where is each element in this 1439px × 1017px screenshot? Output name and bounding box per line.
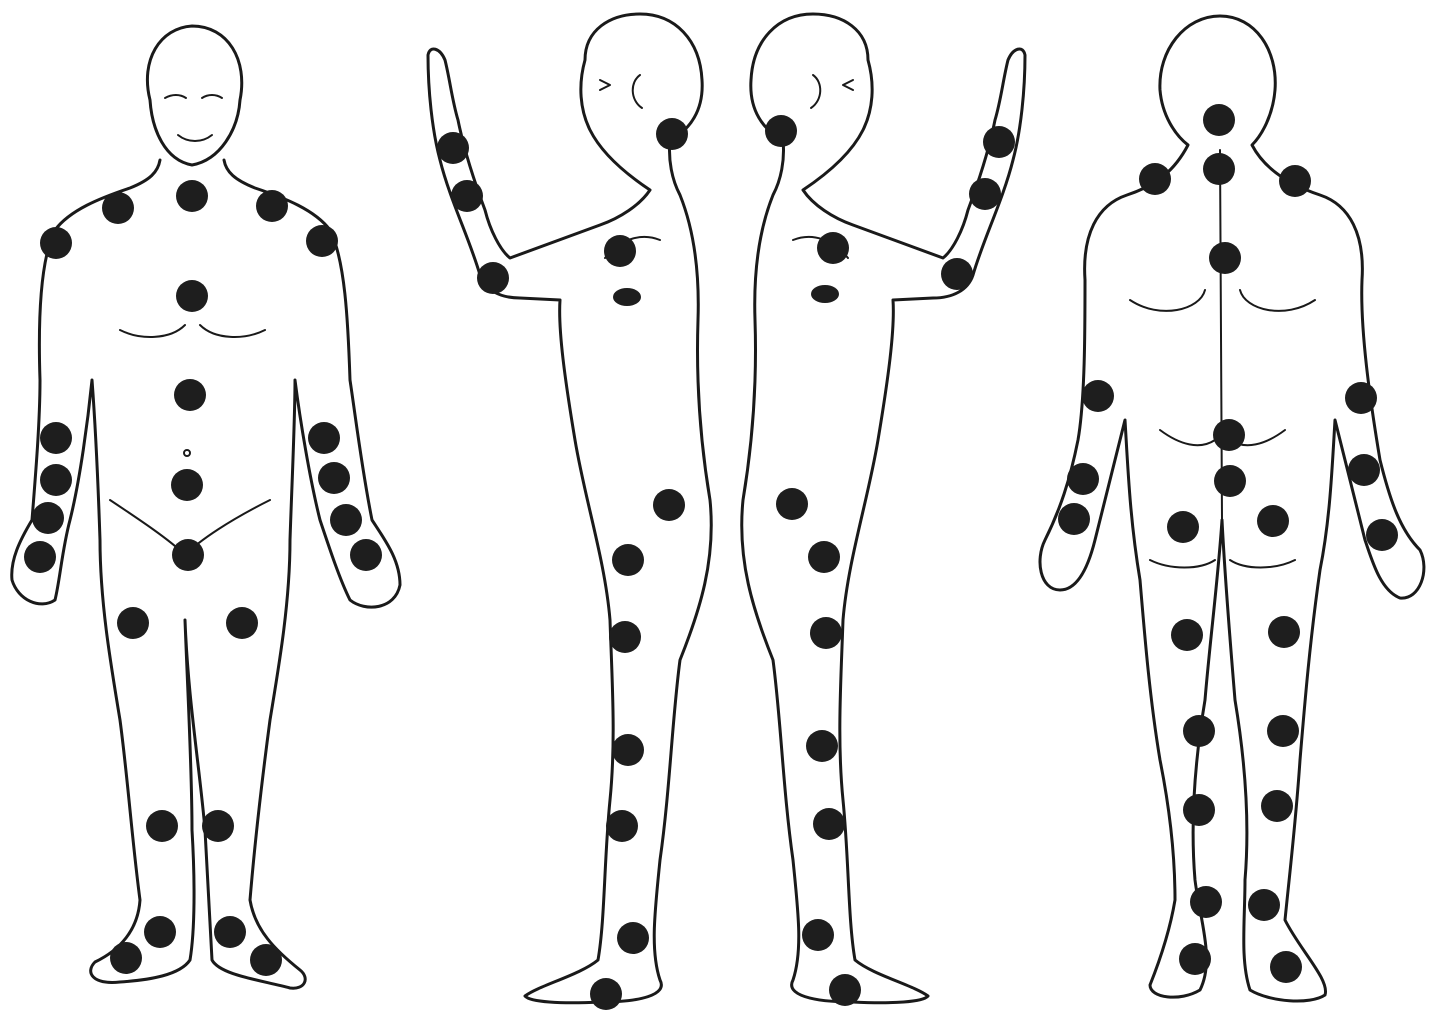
front-marker-23 xyxy=(214,916,246,948)
front-marker-19 xyxy=(226,607,258,639)
back-marker-15 xyxy=(1257,505,1289,537)
side1-marker-7 xyxy=(653,489,685,521)
side1-marker-1 xyxy=(437,132,469,164)
back-marker-8 xyxy=(1067,463,1099,495)
back-marker-23 xyxy=(1248,889,1280,921)
front-marker-20 xyxy=(146,810,178,842)
front-marker-22 xyxy=(144,916,176,948)
front-marker-11 xyxy=(318,462,350,494)
back-marker-12 xyxy=(1213,419,1245,451)
side1-marker-10 xyxy=(612,734,644,766)
back-marker-25 xyxy=(1270,951,1302,983)
front-marker-7 xyxy=(174,379,206,411)
side2-marker-6 xyxy=(811,285,839,303)
back-marker-4 xyxy=(1279,165,1311,197)
back-marker-2 xyxy=(1139,163,1171,195)
side1-marker-12 xyxy=(617,922,649,954)
front-marker-15 xyxy=(350,539,382,571)
back-marker-18 xyxy=(1183,715,1215,747)
back-marker-22 xyxy=(1190,886,1222,918)
side2-marker-2 xyxy=(983,126,1015,158)
side2-marker-3 xyxy=(969,178,1001,210)
side2-marker-10 xyxy=(806,730,838,762)
front-marker-5 xyxy=(306,225,338,257)
front-marker-12 xyxy=(32,502,64,534)
back-marker-20 xyxy=(1183,794,1215,826)
side2-marker-4 xyxy=(941,258,973,290)
side1-marker-8 xyxy=(612,544,644,576)
back-marker-24 xyxy=(1179,943,1211,975)
back-marker-6 xyxy=(1082,380,1114,412)
side1-marker-4 xyxy=(604,235,636,267)
front-marker-13 xyxy=(330,504,362,536)
back-marker-11 xyxy=(1366,519,1398,551)
front-marker-1 xyxy=(176,180,208,212)
front-marker-2 xyxy=(102,192,134,224)
side1-marker-6 xyxy=(656,118,688,150)
side1-marker-11 xyxy=(606,810,638,842)
side1-marker-13 xyxy=(590,978,622,1010)
back-marker-3 xyxy=(1203,153,1235,185)
back-marker-14 xyxy=(1167,511,1199,543)
back-marker-7 xyxy=(1345,382,1377,414)
side1-marker-2 xyxy=(451,180,483,212)
side2-marker-13 xyxy=(829,974,861,1006)
front-marker-18 xyxy=(117,607,149,639)
side2-marker-12 xyxy=(802,919,834,951)
front-marker-8 xyxy=(40,422,72,454)
side2-marker-7 xyxy=(776,488,808,520)
back-marker-1 xyxy=(1203,104,1235,136)
back-marker-16 xyxy=(1171,619,1203,651)
back-marker-9 xyxy=(1348,454,1380,486)
front-marker-14 xyxy=(24,541,56,573)
side1-marker-9 xyxy=(609,621,641,653)
side1-marker-5 xyxy=(613,288,641,306)
front-marker-24 xyxy=(110,942,142,974)
front-marker-3 xyxy=(256,190,288,222)
front-marker-25 xyxy=(250,944,282,976)
front-marker-6 xyxy=(176,280,208,312)
back-marker-5 xyxy=(1209,242,1241,274)
side2-marker-8 xyxy=(808,541,840,573)
front-marker-9 xyxy=(308,422,340,454)
front-marker-10 xyxy=(40,464,72,496)
side2-marker-5 xyxy=(817,232,849,264)
front-marker-21 xyxy=(202,810,234,842)
back-marker-10 xyxy=(1058,503,1090,535)
side2-marker-11 xyxy=(813,808,845,840)
back-marker-13 xyxy=(1214,465,1246,497)
back-marker-17 xyxy=(1268,616,1300,648)
side2-marker-1 xyxy=(765,115,797,147)
front-marker-17 xyxy=(172,539,204,571)
back-marker-21 xyxy=(1261,790,1293,822)
front-marker-4 xyxy=(40,227,72,259)
side1-marker-3 xyxy=(477,262,509,294)
front-marker-16 xyxy=(171,469,203,501)
side2-marker-9 xyxy=(810,617,842,649)
back-marker-19 xyxy=(1267,715,1299,747)
